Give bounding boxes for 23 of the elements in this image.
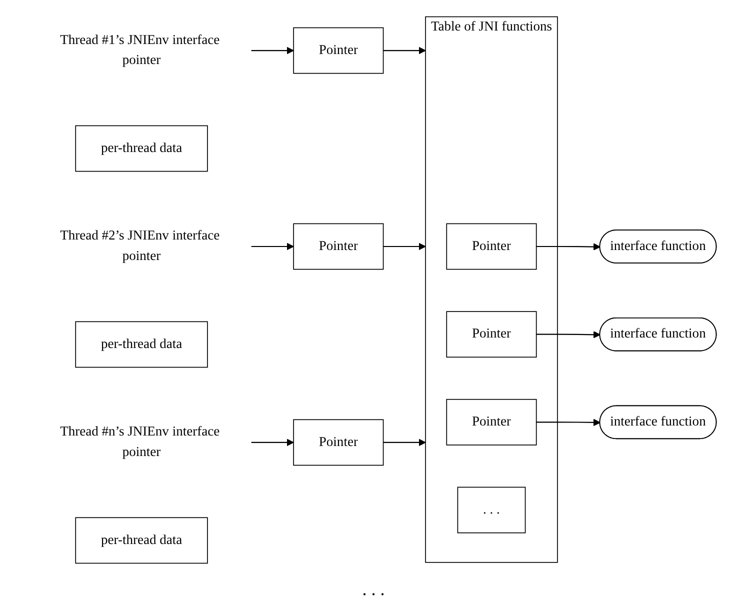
node-box: Pointer [292, 26, 384, 74]
arrow [250, 242, 294, 250]
arrow [382, 438, 426, 446]
node-box: per-thread data [74, 124, 208, 172]
node-box: Pointer [292, 418, 384, 466]
arrow [536, 418, 600, 426]
node-box: per-thread data [74, 320, 208, 368]
node-text: Thread #n’s JNIEnv interface pointer [60, 424, 220, 459]
node-box: Pointer [446, 398, 536, 445]
ellipsis-text: . . . [362, 579, 385, 599]
node-text: Thread #1’s JNIEnv interface pointer [60, 32, 220, 67]
arrow [250, 46, 294, 54]
node-box: Pointer [292, 222, 384, 270]
node-box: Pointer [446, 310, 536, 358]
node-box: . . . [456, 486, 526, 533]
node-text: Thread #2’s JNIEnv interface pointer [60, 228, 220, 263]
arrow [250, 438, 294, 446]
arrow [536, 330, 600, 338]
arrow [382, 46, 426, 54]
arrow [382, 242, 426, 250]
arrow [536, 242, 600, 250]
node-box: Pointer [446, 222, 536, 270]
node-box: per-thread data [74, 516, 208, 564]
